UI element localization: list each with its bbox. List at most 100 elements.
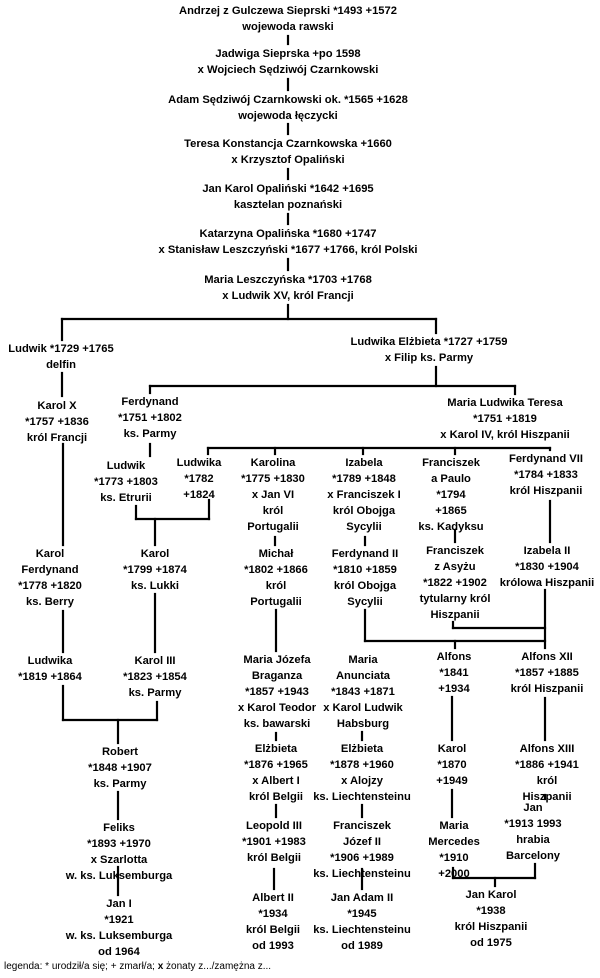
person-ludwika-1782: Ludwika*1782+1824	[49, 455, 349, 503]
person-line: z Asyżu	[434, 561, 476, 573]
person-line: *1819 +1864	[18, 671, 82, 683]
person-line: +1824	[183, 489, 215, 501]
person-line: *1910	[439, 852, 469, 864]
person-line: Ferdynand	[121, 396, 179, 408]
person-line: x Ludwik XV, król Francji	[222, 290, 354, 302]
person-line: *1938	[476, 905, 506, 917]
person-line: król	[536, 775, 558, 787]
person-line: x Szarlotta	[90, 854, 148, 866]
person-line: *1823 +1854	[123, 671, 187, 683]
person-line: Karol III	[134, 655, 176, 667]
person-line: *1775 +1830	[241, 473, 305, 485]
person-line: król Francji	[26, 432, 88, 444]
person-line: *1843 +1871	[331, 686, 395, 698]
person-line: w. ks. Luksemburga	[65, 930, 173, 942]
person-alfons-1841: Alfons*1841+1934	[304, 649, 600, 697]
person-line: *1857 +1885	[515, 667, 579, 679]
person-line: Leopold III	[246, 820, 302, 832]
person-line: x Albert I	[252, 775, 300, 787]
person-line: x Karol IV, król Hiszpanii	[440, 429, 570, 441]
person-line: Karol	[35, 548, 65, 560]
person-line: ks. Parmy	[123, 428, 177, 440]
person-line: ks. Liechtensteinu	[313, 924, 411, 936]
person-line: Maria Ludwika Teresa	[447, 397, 563, 409]
person-line: *1789 +1848	[332, 473, 396, 485]
person-maria-l: Maria Leszczyńska *1703 +1768 x Ludwik XV…	[138, 272, 438, 304]
person-line: Feliks	[103, 822, 135, 834]
person-line: Jan Adam II	[330, 892, 394, 904]
person-line: Braganza	[251, 670, 303, 682]
person-line: ks. Liechtensteinu	[313, 791, 411, 803]
legend-prefix: legenda: * urodził/a się; + zmarł/a;	[4, 961, 158, 972]
person-line: Ferdynand	[21, 564, 79, 576]
person-ludwika-1819: Ludwika*1819 +1864	[0, 653, 200, 685]
person-line: Anunciata	[335, 670, 391, 682]
person-line: *1773 +1803	[94, 476, 158, 488]
person-line: *1794	[436, 489, 466, 501]
person-line: król Belgii	[245, 924, 301, 936]
person-line: Mercedes	[428, 836, 480, 848]
person-line: Hiszpanii	[430, 609, 480, 621]
person-line: król	[265, 580, 287, 592]
person-line: *1841	[439, 667, 469, 679]
person-line: Maria Leszczyńska *1703 +1768	[204, 274, 372, 286]
person-line: *1822 +1902	[423, 577, 487, 589]
person-line: król Obojga	[333, 580, 397, 592]
person-line: *1802 +1866	[244, 564, 308, 576]
person-line: od 1975	[470, 937, 512, 949]
legend-marriage-symbol: x	[157, 961, 164, 972]
person-line: Elżbieta	[254, 743, 298, 755]
person-line: od 1964	[98, 946, 140, 958]
person-line: Michał	[258, 548, 294, 560]
person-line: x Stanisław Leszczyński *1677 +1766, kró…	[158, 244, 418, 256]
person-line: wojewoda rawski	[242, 21, 334, 33]
person-line: *1751 +1819	[473, 413, 537, 425]
person-line: *1906 +1989	[330, 852, 394, 864]
person-line: Alfons	[436, 651, 472, 663]
person-line: *1857 +1943	[245, 686, 309, 698]
person-line: *1757 +1836	[25, 416, 89, 428]
person-line: Robert	[101, 746, 139, 758]
person-line: *1876 +1965	[244, 759, 308, 771]
person-line: od 1993	[252, 940, 294, 952]
person-line: Portugalii	[247, 521, 299, 533]
person-adam: Adam Sędziwój Czarnkowski ok. *1565 +162…	[138, 92, 438, 124]
person-line: *1778 +1820	[18, 580, 82, 592]
person-line: Alfons XII	[521, 651, 573, 663]
person-line: Karol	[140, 548, 170, 560]
person-line: Maria Józefa	[243, 654, 311, 666]
person-line: król Hiszpanii	[509, 485, 583, 497]
person-line: +2000	[438, 868, 470, 880]
person-line: *1870	[437, 759, 467, 771]
person-line: Ludwika Elżbieta *1727 +1759	[350, 336, 508, 348]
person-line: ks. Parmy	[128, 687, 182, 699]
person-line: król Hiszpanii	[510, 683, 584, 695]
person-line: od 1989	[341, 940, 383, 952]
person-line: Franciszek	[426, 545, 484, 557]
person-line: ks. Parmy	[93, 778, 147, 790]
person-line: Portugalii	[250, 596, 302, 608]
person-karol-1870: Karol*1870+1949	[302, 741, 600, 789]
person-line: Jan Karol Opaliński *1642 +1695	[202, 183, 374, 195]
person-line: delfin	[46, 359, 76, 371]
person-line: Elżbieta	[340, 743, 384, 755]
person-line: *1886 +1941	[515, 759, 579, 771]
person-line: *1901 +1983	[242, 836, 306, 848]
person-line: *1782	[184, 473, 214, 485]
